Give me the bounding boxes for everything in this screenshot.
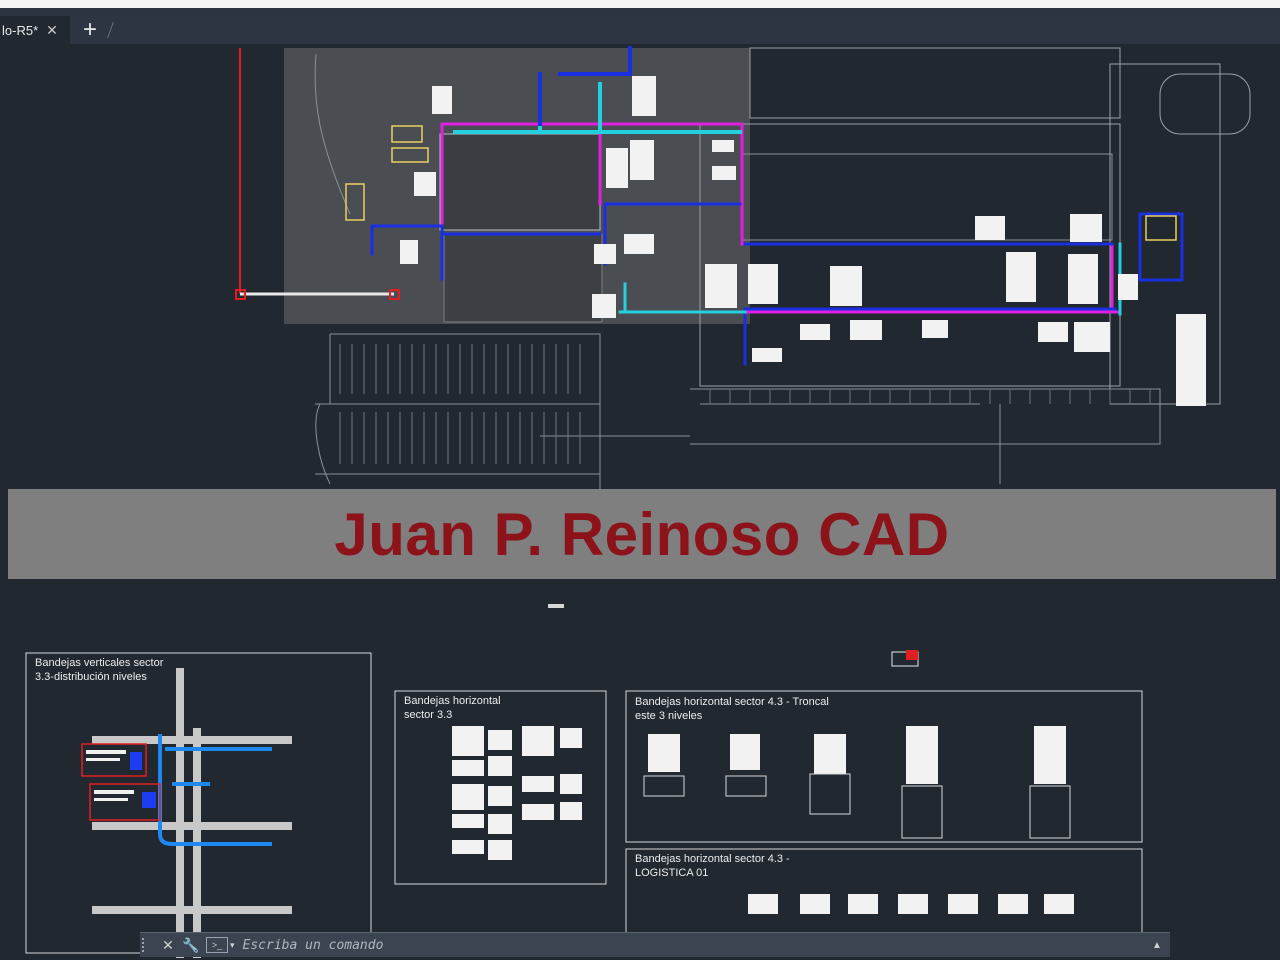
marker-small <box>548 604 564 608</box>
vertical-detail <box>81 668 292 958</box>
wrench-icon[interactable]: 🔧 <box>182 936 200 953</box>
file-tab[interactable]: lo-R5* ✕ <box>0 16 70 44</box>
frame-title-horizontal-33: Bandejas horizontal sector 3.3 <box>404 695 501 721</box>
watermark-banner: Juan P. Reinoso CAD <box>8 489 1276 579</box>
building-outline-east <box>699 123 1121 387</box>
section-blocks-logistica <box>748 894 1074 914</box>
room-hall <box>741 153 1113 241</box>
room-south <box>443 233 603 323</box>
chevron-down-icon[interactable]: ▾ <box>230 939 235 950</box>
building-outline-north <box>749 47 1121 119</box>
building-round-corner <box>1159 73 1251 135</box>
cad-drawing <box>25 46 1251 958</box>
close-icon[interactable]: ✕ <box>46 21 58 38</box>
chevron-up-icon[interactable]: ▲ <box>1152 939 1162 951</box>
frame-title-vertical: Bandejas verticales sector 3.3-distribuc… <box>35 657 164 683</box>
frame-horizontal-33 <box>394 690 607 885</box>
file-tab-bar: lo-R5* ✕ + <box>0 16 1280 44</box>
frame-horizontal-43 <box>625 690 1143 843</box>
building-outline-wing <box>1109 63 1221 405</box>
cable-trays <box>370 46 1184 366</box>
window-top-strip <box>0 0 1280 8</box>
command-line-bar: ✕ 🔧 >_ ▾ ▲ <box>140 932 1170 957</box>
file-tab-label: lo-R5* <box>2 22 39 38</box>
drawing-canvas[interactable]: Bandejas verticales sector 3.3-distribuc… <box>0 44 1280 960</box>
grip-handle[interactable] <box>142 938 154 952</box>
terminal-icon[interactable]: >_ <box>206 937 228 953</box>
section-blocks-33 <box>452 726 582 860</box>
close-icon[interactable]: ✕ <box>162 936 174 953</box>
rack-outlines <box>345 125 1177 241</box>
watermark-text: Juan P. Reinoso CAD <box>334 500 950 568</box>
command-input[interactable] <box>240 934 1148 956</box>
feeder-line <box>235 48 400 300</box>
parking-stalls <box>339 344 1151 464</box>
room-main <box>439 133 601 231</box>
frame-title-horizontal-43: Bandejas horizontal sector 4.3 - Troncal… <box>635 696 829 722</box>
tab-separator <box>107 22 114 38</box>
frame-title-logistica: Bandejas horizontal sector 4.3 - LOGISTI… <box>635 853 790 879</box>
parking-grid <box>314 53 1161 494</box>
section-blocks-43 <box>643 726 1071 839</box>
plus-icon[interactable]: + <box>82 16 97 43</box>
marker-red <box>906 650 918 660</box>
label-blocks <box>400 76 1206 406</box>
